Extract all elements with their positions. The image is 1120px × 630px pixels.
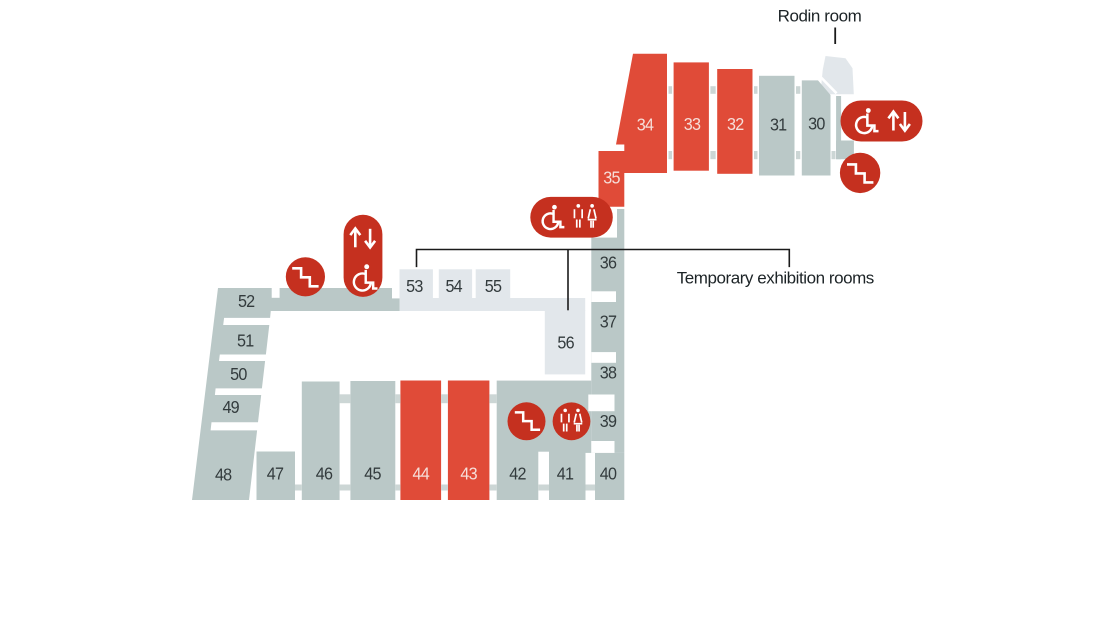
svg-text:32: 32 — [727, 114, 744, 134]
svg-text:44: 44 — [413, 464, 430, 484]
svg-text:40: 40 — [600, 464, 617, 484]
svg-text:54: 54 — [445, 276, 462, 296]
svg-text:43: 43 — [460, 464, 477, 484]
svg-text:33: 33 — [684, 114, 701, 134]
svg-text:48: 48 — [215, 465, 232, 485]
svg-text:52: 52 — [238, 291, 255, 311]
svg-text:41: 41 — [557, 464, 574, 484]
svg-text:Temporary exhibition rooms: Temporary exhibition rooms — [677, 268, 874, 287]
svg-text:46: 46 — [316, 464, 333, 484]
svg-text:42: 42 — [509, 464, 526, 484]
svg-text:35: 35 — [603, 168, 620, 188]
svg-text:34: 34 — [637, 114, 654, 134]
svg-text:30: 30 — [808, 114, 825, 134]
svg-text:51: 51 — [237, 330, 254, 350]
svg-text:Rodin room: Rodin room — [778, 6, 862, 25]
svg-text:56: 56 — [557, 333, 574, 353]
svg-text:47: 47 — [267, 464, 284, 484]
svg-text:37: 37 — [600, 311, 617, 331]
svg-text:55: 55 — [485, 276, 502, 296]
svg-text:49: 49 — [222, 397, 239, 417]
svg-text:53: 53 — [406, 276, 423, 296]
svg-text:45: 45 — [364, 464, 381, 484]
svg-text:36: 36 — [600, 253, 617, 273]
svg-text:38: 38 — [600, 363, 617, 383]
svg-text:50: 50 — [230, 364, 247, 384]
svg-text:39: 39 — [600, 411, 617, 431]
svg-text:31: 31 — [770, 115, 787, 135]
